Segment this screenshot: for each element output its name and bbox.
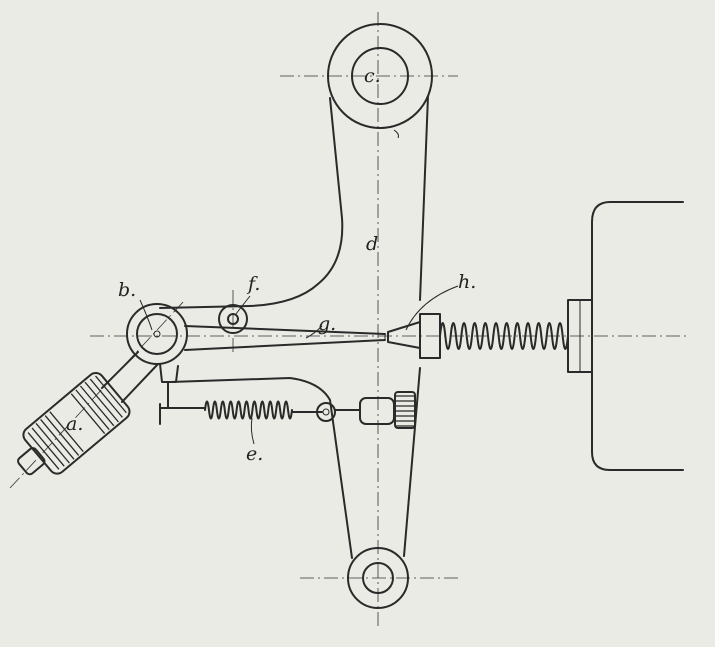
lever-left-edge-lower — [169, 377, 353, 559]
bottom-pivot-boss — [347, 547, 409, 609]
label-g: g. — [318, 313, 336, 335]
plunger-h-tip — [387, 321, 421, 349]
labels: a. b. c. d e. f. g. h. — [66, 65, 476, 465]
knob-knurling — [395, 395, 415, 427]
label-f: f. — [246, 273, 260, 295]
lever-d — [159, 23, 433, 609]
lever-mark — [393, 129, 399, 139]
lever-right-edge-upper — [419, 95, 429, 301]
label-b: b. — [118, 279, 136, 301]
spring-e — [159, 391, 416, 429]
lever-left-edge-upper — [159, 97, 344, 309]
leader-e — [250, 417, 255, 445]
roller-cylinder — [22, 371, 131, 475]
pivot-f-pin — [227, 313, 239, 325]
hub-b-lug — [159, 363, 179, 383]
spring-e-eye — [316, 402, 336, 422]
lever-g-bottom — [184, 339, 386, 351]
adjuster-knob — [394, 391, 416, 429]
leader-g — [305, 325, 323, 339]
spring-h — [387, 299, 593, 373]
pivot-c-boss — [327, 23, 433, 129]
hub-b-inner — [136, 313, 178, 355]
label-c: c. — [364, 65, 381, 87]
spring-e-coils — [204, 400, 293, 420]
lever-right-edge-lower — [403, 367, 421, 557]
label-h: h. — [458, 271, 476, 293]
pivot-f — [218, 304, 248, 334]
label-e: e. — [246, 443, 263, 465]
adjuster-nut — [359, 397, 395, 425]
roller-axis — [9, 299, 186, 489]
label-a: a. — [66, 413, 83, 435]
hub-b — [126, 303, 188, 409]
leader-f — [235, 295, 251, 315]
spring-h-coils — [439, 322, 569, 350]
label-d: d — [366, 233, 378, 255]
roller-arm-edge-2 — [121, 363, 159, 403]
roller-body — [17, 371, 131, 476]
lever-g — [184, 325, 386, 351]
pivot-f-boss — [218, 304, 248, 334]
hub-b-center — [153, 330, 161, 338]
leader-lines — [139, 285, 459, 445]
pivot-c-hole — [351, 47, 409, 105]
bottom-pivot-hole — [362, 562, 394, 594]
leader-b — [139, 299, 153, 331]
lever-g-top — [184, 325, 386, 335]
roller-shaft-end — [17, 447, 46, 476]
roller-a — [17, 351, 159, 476]
leader-h — [405, 285, 459, 331]
spring-e-eye-hole — [322, 408, 330, 416]
